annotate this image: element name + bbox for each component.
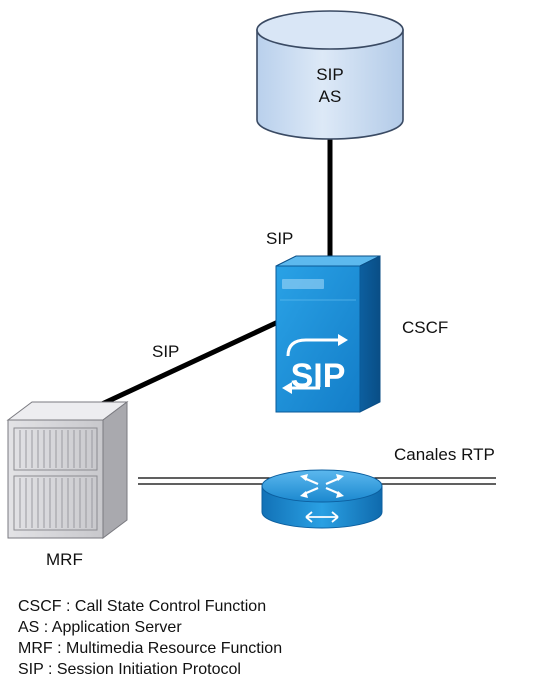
sip-as-line2: AS	[319, 87, 342, 106]
link-label-mrf-cscf: SIP	[152, 342, 179, 361]
cscf-sip-badge: SIP	[291, 357, 346, 395]
mrf-chassis-icon	[6, 401, 129, 539]
legend-item-sip: SIP : Session Initiation Protocol	[18, 661, 241, 678]
legend: CSCF : Call State Control Function AS : …	[18, 596, 282, 680]
sip-as-line1: SIP	[316, 65, 343, 84]
sip-as-database-icon	[256, 10, 404, 140]
legend-item-mrf: MRF : Multimedia Resource Function	[18, 640, 283, 657]
rtp-label: Canales RTP	[394, 445, 495, 464]
mrf-label: MRF	[46, 550, 83, 569]
cscf-sip-server-icon	[275, 255, 381, 413]
legend-item-cscf: CSCF : Call State Control Function	[18, 598, 267, 615]
router-icon	[261, 469, 383, 529]
link-label-as-cscf: SIP	[266, 229, 293, 248]
legend-item-as: AS : Application Server	[18, 619, 182, 636]
cscf-label: CSCF	[402, 318, 448, 337]
link-mrf-cscf	[100, 319, 280, 407]
